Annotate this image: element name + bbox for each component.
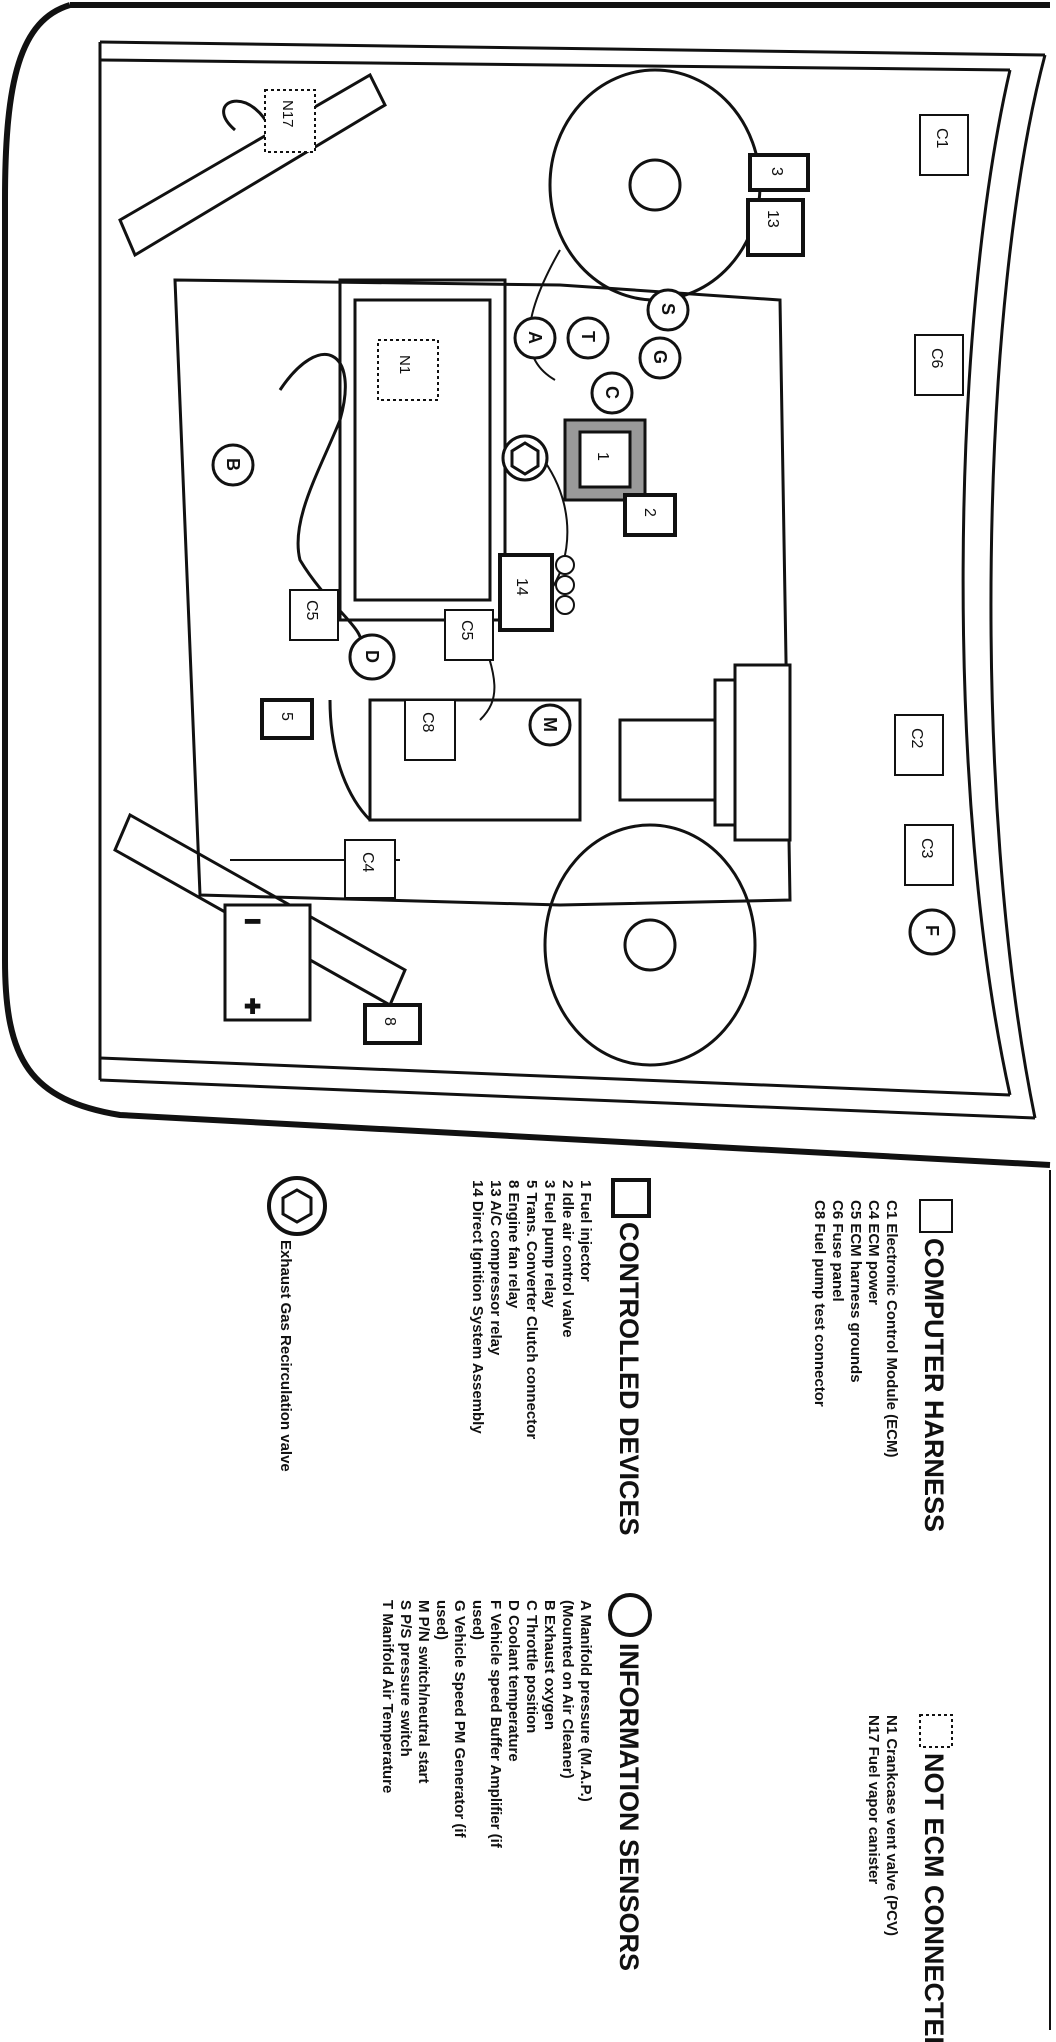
legend-item-D: D Coolant temperature [505,1600,522,1762]
legend-item-14: 14 Direct Ignition System Assembly [469,1180,486,1434]
marker-device-5: 5 [260,698,314,740]
svg-text:3: 3 [768,167,785,176]
marker-C8: C8 [404,699,456,761]
svg-text:−: − [245,906,260,936]
legend-item-S: S P/S pressure switch [397,1600,414,1757]
legend-item-F-note: used) [469,1600,486,1640]
svg-text:8: 8 [381,1017,398,1026]
marker-sensor-C: C [590,371,634,415]
legend-item-2: 2 Idle air control valve [559,1180,576,1338]
svg-text:1: 1 [594,452,611,461]
svg-text:C2: C2 [908,728,925,749]
legend-egr: Exhaust Gas Recirculation valve [267,1176,327,1472]
svg-text:D: D [362,650,382,663]
marker-N1: N1 [377,339,439,401]
legend-item-B: B Exhaust oxygen [541,1600,558,1730]
marker-C1: C1 [919,114,969,176]
svg-text:2: 2 [641,508,658,517]
legend-information-sensors-title: INFORMATION SENSORS [614,1643,644,1971]
marker-C3: C3 [904,824,954,886]
legend-egr-text: Exhaust Gas Recirculation valve [277,1240,294,1472]
svg-text:13: 13 [764,210,781,228]
engine-block [173,278,792,907]
svg-text:B: B [223,458,243,471]
legend-information-sensors: INFORMATION SENSORS A Manifold pressure … [379,1593,652,1971]
svg-text:C1: C1 [933,128,950,149]
marker-sensor-B: B [211,443,255,487]
marker-sensor-D: D [348,633,396,681]
marker-C5-left: C5 [289,589,339,641]
legend-item-A: A Manifold pressure (M.A.P.) [577,1600,594,1802]
marker-device-8: 8 [363,1003,422,1045]
legend-item-G: G Vehicle Speed PM Generator (if [451,1600,468,1839]
pulleys [543,68,762,1067]
marker-device-14: 14 [498,553,575,632]
svg-text:C8: C8 [419,712,436,733]
legend-item-G-note: used) [433,1600,450,1640]
legend-item-5: 5 Trans. Converter Clutch connector [523,1180,540,1439]
legend-item-A-note: (Mounted on Air Cleaner) [559,1600,576,1779]
marker-sensor-A: A [513,316,557,360]
legend-item-T: T Manifold Air Temperature [379,1600,396,1793]
legend-item-1: 1 Fuel injector [577,1180,594,1282]
legend-not-ecm-title: NOT ECM CONNECTED [919,1753,949,2042]
marker-sensor-S: S [646,288,690,332]
legend-item-C8: C8 Fuel pump test connector [811,1200,828,1407]
legend-not-ecm: NOT ECM CONNECTED N1 Crankcase vent valv… [865,1714,953,2042]
legend-item-C1: C1 Electronic Control Module (ECM) [883,1200,900,1458]
legend-item-M: M P/N switch/neutral start [415,1600,432,1783]
svg-text:5: 5 [278,712,295,721]
marker-N17: N17 [222,89,316,153]
legend-computer-harness-title: COMPUTER HARNESS [919,1238,949,1532]
svg-text:C: C [602,386,622,399]
svg-text:M: M [540,717,560,732]
svg-text:T: T [578,331,598,342]
marker-sensor-G: G [638,336,682,380]
legend-item-C5: C5 ECM harness grounds [847,1200,864,1383]
legend-item-C6: C6 Fuse panel [829,1200,846,1302]
legend-item-N17: N17 Fuel vapor canister [865,1715,882,1884]
marker-C6: C6 [914,334,964,396]
svg-text:C6: C6 [928,348,945,369]
legend-item-8: 8 Engine fan relay [505,1180,522,1309]
marker-device-3: 3 [748,153,810,192]
svg-text:F: F [922,925,942,936]
marker-device-1: 1 [563,418,647,502]
svg-text:A: A [525,331,545,344]
svg-text:C5: C5 [303,600,320,621]
svg-text:N17: N17 [279,100,296,128]
legend-item-13: 13 A/C compressor relay [487,1180,504,1356]
marker-C2: C2 [894,714,944,776]
legend-item-C: C Throttle position [523,1600,540,1733]
throttle-stack [618,663,792,842]
svg-text:N1: N1 [396,355,413,374]
marker-C5-right: C5 [444,609,494,661]
legend-controlled-devices: CONTROLLED DEVICES 1 Fuel injector 2 Idl… [469,1178,651,1536]
svg-text:C3: C3 [918,838,935,859]
vehicle-outline [1,2,1051,1168]
egr-valve-marker [501,434,549,482]
svg-text:+: + [245,991,260,1021]
marker-sensor-F: F [908,908,956,956]
frame-rails [98,40,1047,1120]
svg-text:C5: C5 [458,620,475,641]
svg-text:G: G [650,350,670,364]
legend-item-N1: N1 Crankcase vent valve (PCV) [883,1715,900,1936]
legend-item-F: F Vehicle speed Buffer Amplifier (if [487,1600,504,1849]
marker-device-13: 13 [746,198,805,257]
legend-controlled-devices-title: CONTROLLED DEVICES [614,1222,644,1536]
svg-text:S: S [658,303,678,315]
svg-text:14: 14 [513,578,530,596]
marker-sensor-T: T [566,316,610,360]
marker-C4: C4 [344,839,396,899]
marker-sensor-M: M [528,703,572,747]
battery: − + [223,903,312,1023]
legend-item-C4: C4 ECM power [865,1200,882,1305]
marker-device-2: 2 [623,493,677,537]
legend-computer-harness: COMPUTER HARNESS C1 Electronic Control M… [811,1199,953,1532]
legend-item-3: 3 Fuel pump relay [541,1180,558,1308]
svg-text:C4: C4 [359,852,376,873]
